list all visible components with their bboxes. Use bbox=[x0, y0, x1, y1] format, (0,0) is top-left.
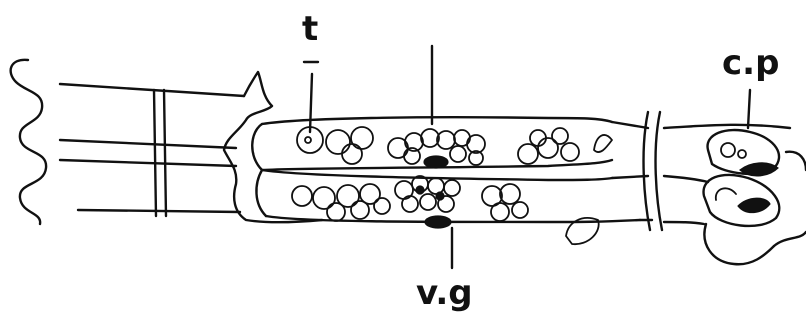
label-t: t bbox=[302, 9, 318, 49]
vitelline-gland-lower bbox=[395, 176, 460, 228]
leader-lines bbox=[304, 46, 750, 268]
label-vg: v.g bbox=[416, 273, 473, 313]
leader-line-cp bbox=[748, 90, 750, 128]
vitelline-gland-upper bbox=[388, 129, 485, 168]
cirrus-pouch-structures bbox=[704, 130, 806, 264]
testes-upper-left bbox=[297, 127, 373, 164]
testes-lower-left bbox=[292, 184, 390, 221]
leader-line-t bbox=[310, 74, 312, 132]
left-body-lines bbox=[60, 84, 244, 216]
testes-upper-right bbox=[518, 128, 612, 164]
testes-lower-right bbox=[482, 184, 599, 244]
label-cp: c.p bbox=[722, 43, 779, 83]
left-wavy-edge bbox=[11, 60, 46, 224]
